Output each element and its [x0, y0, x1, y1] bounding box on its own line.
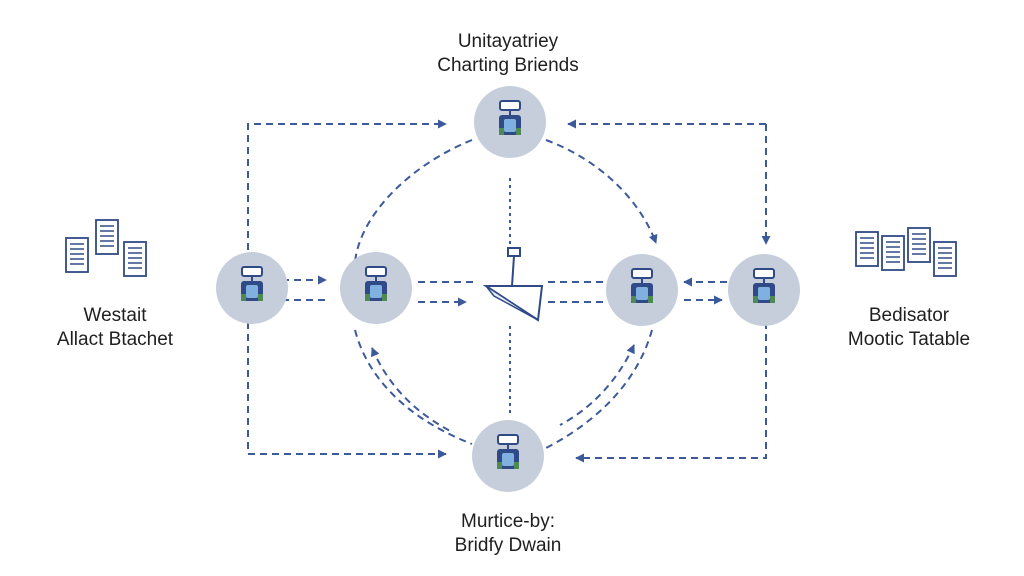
label-bottom-line1: Murtice-by:: [461, 511, 555, 532]
label-bottom-line2: Bridfy Dwain: [454, 535, 562, 556]
ring-arcs: [354, 139, 658, 449]
node-far-left[interactable]: [216, 252, 288, 324]
node-far-right[interactable]: [728, 254, 800, 326]
label-left-line1: Westait: [83, 305, 147, 326]
node-inner-left[interactable]: [340, 252, 412, 324]
horizontal-connectors: [282, 275, 728, 307]
server-rack-icon: [65, 219, 147, 277]
label-bottom: Murtice-by: Bridfy Dwain: [396, 510, 620, 558]
label-right-line1: Bedisator: [868, 305, 950, 326]
label-top-line2: Charting Briends: [437, 55, 579, 76]
node-top[interactable]: [474, 86, 546, 158]
label-right-line2: Mootic Tatable: [847, 329, 971, 350]
label-top-line1: Unitayatriey: [457, 31, 559, 52]
node-inner-right[interactable]: [606, 254, 678, 326]
server-rack-icon: [855, 227, 957, 277]
label-right: Bedisator Mootic Tatable: [818, 304, 1000, 352]
label-top: Unitayatriey Charting Briends: [396, 30, 620, 78]
label-left: Westait Allact Btachet: [20, 304, 210, 352]
outer-connectors: [247, 119, 771, 463]
funnel-filter-icon: [482, 247, 544, 322]
node-bottom[interactable]: [472, 420, 544, 492]
label-left-line2: Allact Btachet: [56, 329, 174, 350]
